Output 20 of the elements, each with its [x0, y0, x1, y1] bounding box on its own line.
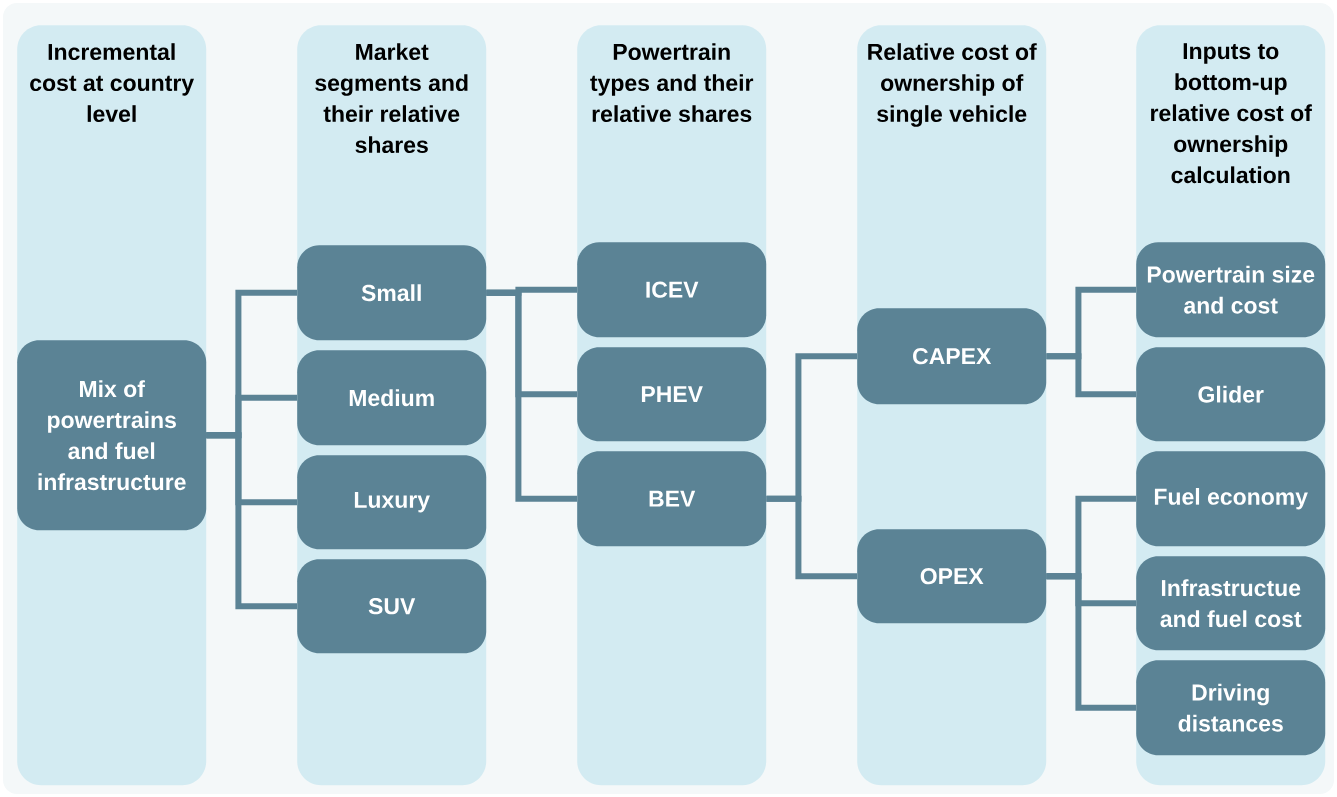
process-box: Medium — [297, 350, 487, 446]
process-box: PHEV — [577, 347, 767, 442]
process-box: Powertrain size and cost — [1136, 242, 1326, 338]
connector-line — [486, 289, 577, 502]
process-box: ICEV — [577, 242, 767, 338]
process-box: CAPEX — [857, 308, 1047, 405]
process-box: Glider — [1136, 347, 1326, 442]
process-box: Fuel economy — [1136, 451, 1326, 547]
process-box: Infrastructue and fuel cost — [1136, 556, 1326, 651]
process-box: Driving distances — [1136, 660, 1326, 756]
connector-line — [1046, 573, 1136, 711]
connector-line — [766, 495, 857, 580]
process-box: SUV — [297, 559, 487, 654]
process-box: BEV — [577, 451, 767, 547]
connector-line — [1046, 353, 1136, 398]
process-box: OPEX — [857, 529, 1047, 624]
connector-line — [206, 432, 297, 610]
process-box: Small — [297, 245, 487, 341]
process-box: Luxury — [297, 455, 487, 550]
process-box: Mix of powertrains and fuel infrastructure — [17, 340, 207, 531]
